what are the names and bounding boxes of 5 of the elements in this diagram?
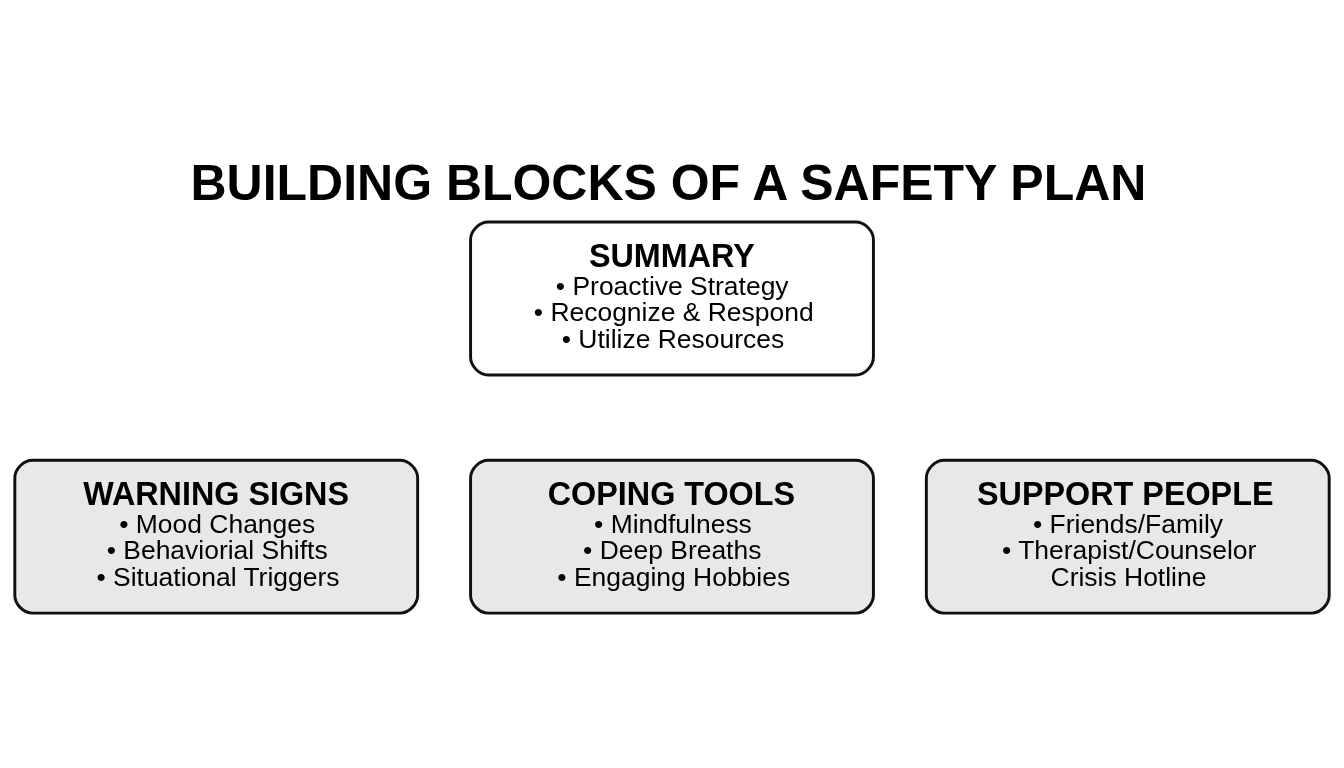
node-box: COPING TOOLS • Mindfulness • Deep Breaths • Engaging Hobbies [469,458,875,615]
node-box: SUMMARY • Proactive Strategy • Recognize & Respond • Utilize Resources [469,220,875,376]
node-box: SUPPORT PEOPLE • Friends/Family • Therapist/Counselor Crisis Hotline [924,458,1331,615]
diagram-title: BUILDING BLOCKS OF A SAFETY PLAN [190,154,1147,211]
node-box: WARNING SIGNS • Mood Changes • Behaviorial Shifts • Situational Triggers [13,458,420,615]
